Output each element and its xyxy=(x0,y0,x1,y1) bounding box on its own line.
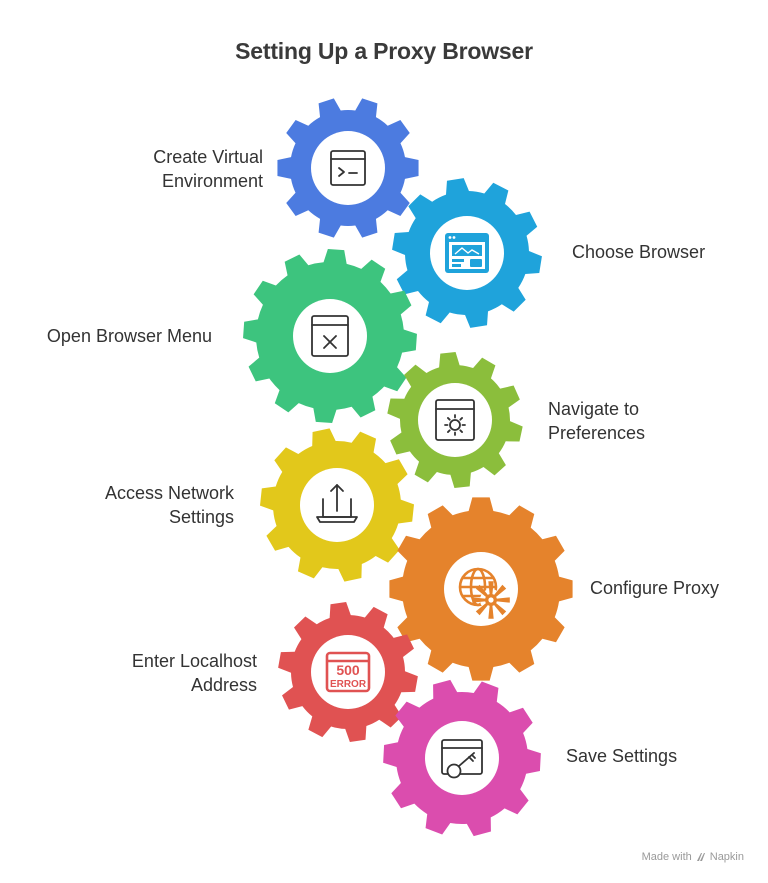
gear-hub xyxy=(425,721,499,795)
gear-4 xyxy=(387,352,523,488)
step-label-access-network-settings: Access Network Settings xyxy=(104,483,234,527)
step-label-navigate-to-preferences: Navigate to Preferences xyxy=(548,399,646,443)
svg-text:ERROR: ERROR xyxy=(330,679,367,690)
step-label-open-browser-menu: Open Browser Menu xyxy=(46,326,212,346)
laptop-upload-icon xyxy=(316,484,358,523)
step-label-choose-browser: Choose Browser xyxy=(572,242,706,262)
gear-1 xyxy=(277,98,419,238)
gear-3 xyxy=(243,249,417,423)
gear-6 xyxy=(389,497,573,681)
page-title: Setting Up a Proxy Browser xyxy=(235,38,533,64)
napkin-watermark: Made with Napkin xyxy=(642,851,744,863)
step-label-save-settings: Save Settings xyxy=(566,746,678,766)
step-label-configure-proxy: Configure Proxy xyxy=(590,578,720,598)
step-label-create-virtual-environment: Create Virtual Environment xyxy=(153,147,263,191)
terminal-icon xyxy=(330,150,366,186)
window-key-icon xyxy=(441,739,483,779)
gear-8 xyxy=(383,679,541,837)
globe-gear-icon xyxy=(458,567,510,619)
gear-2 xyxy=(392,178,542,328)
browser-window-icon xyxy=(445,233,489,273)
gear-5 xyxy=(260,428,414,582)
window-settings-icon xyxy=(435,399,475,441)
step-label-enter-localhost-address: Enter Localhost Address xyxy=(131,651,257,695)
watermark-prefix: Made with xyxy=(641,851,692,863)
gear-hub xyxy=(293,299,367,373)
napkin-logo-icon xyxy=(696,853,705,861)
watermark-brand: Napkin xyxy=(709,851,744,863)
svg-text:500: 500 xyxy=(336,662,360,678)
window-close-icon xyxy=(311,315,349,357)
gear-hub xyxy=(311,131,385,205)
